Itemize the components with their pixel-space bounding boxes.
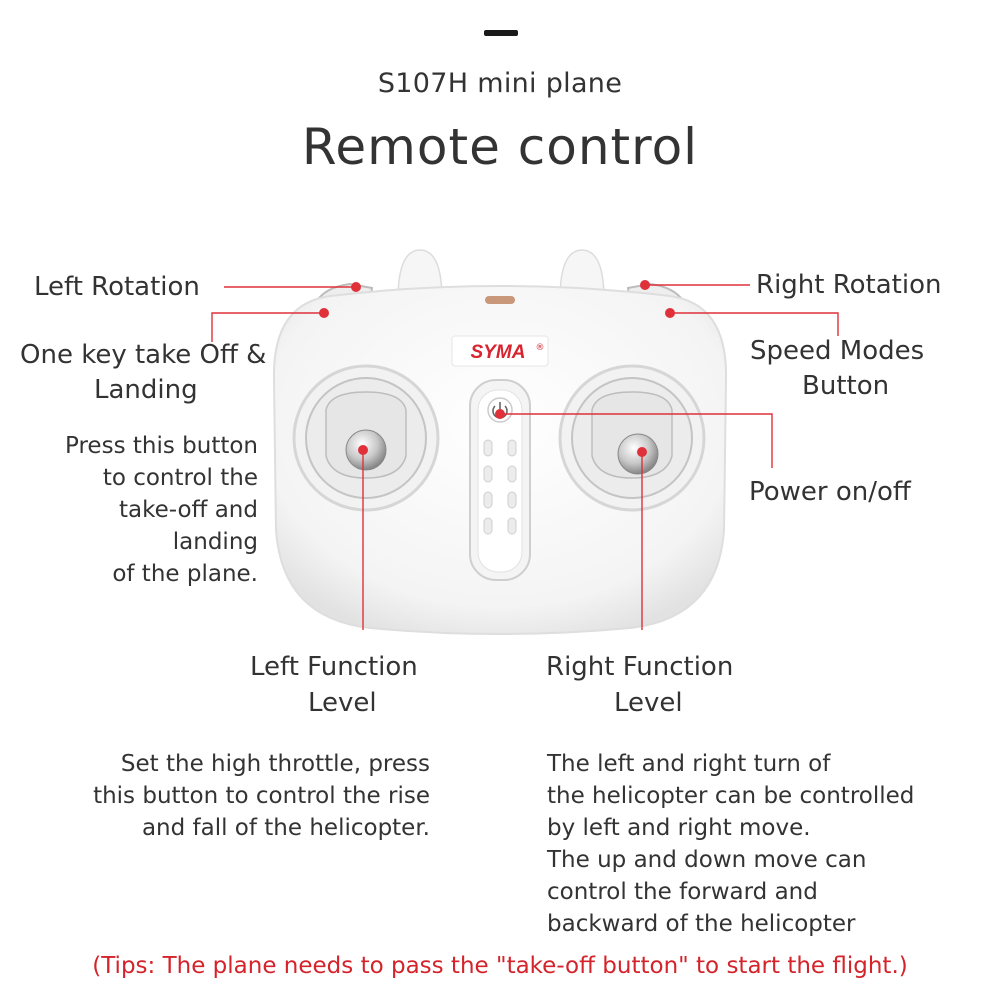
label-right-function-line1: Right Function — [546, 652, 734, 682]
dot-right-rotation — [640, 280, 650, 290]
desc-line: control the forward and — [547, 879, 818, 905]
desc-one-key: Press this button to control the take-of… — [0, 430, 258, 590]
callout-line-one-key — [211, 312, 324, 342]
desc-line: by left and right move. — [547, 815, 811, 841]
tips-note: (Tips: The plane needs to pass the "take… — [92, 953, 908, 979]
top-indicator-bar — [484, 30, 518, 36]
desc-line: Press this button — [65, 433, 258, 459]
label-speed-modes-line1: Speed Modes — [750, 336, 925, 366]
label-right-function-line2: Level — [614, 688, 683, 718]
brand-badge — [451, 335, 549, 367]
desc-line: take-off and — [119, 497, 258, 523]
label-one-key-line2: Landing — [94, 375, 198, 405]
label-power: Power on/off — [749, 477, 911, 507]
desc-line: the helicopter can be controlled — [547, 783, 915, 809]
desc-line: The left and right turn of — [547, 751, 831, 777]
desc-line: to control the — [102, 465, 258, 491]
desc-line: Set the high throttle, press — [120, 751, 430, 777]
indicator-slots — [483, 439, 517, 535]
desc-line: this button to control the rise — [93, 783, 430, 809]
desc-line: backward of the helicopter — [547, 911, 856, 937]
label-left-rotation: Left Rotation — [34, 272, 200, 302]
callout-line-power — [500, 413, 773, 468]
label-right-rotation: Right Rotation — [756, 270, 942, 300]
dot-one-key — [319, 308, 329, 318]
desc-right-function: The left and right turn of the helicopte… — [547, 748, 914, 940]
dot-left-rotation — [351, 282, 361, 292]
charging-port — [485, 296, 515, 304]
label-left-function-line1: Left Function — [250, 652, 418, 682]
callout-line-speed-modes — [670, 312, 839, 336]
dot-speed-modes — [665, 308, 675, 318]
desc-line: landing — [172, 529, 258, 555]
product-subtitle: S107H mini plane — [377, 68, 623, 99]
page-title: Remote control — [301, 118, 699, 176]
label-one-key-line1: One key take Off & — [20, 340, 267, 370]
label-left-function-line2: Level — [308, 688, 377, 718]
brand-trademark: ® — [536, 343, 545, 353]
desc-left-function: Set the high throttle, press this button… — [0, 748, 430, 844]
brand-logo: SYMA — [471, 342, 526, 363]
dot-right-function — [637, 447, 647, 457]
desc-line: of the plane. — [112, 561, 258, 587]
label-speed-modes-line2: Button — [802, 371, 890, 401]
desc-line: The up and down move can — [547, 847, 867, 873]
dot-left-function — [358, 445, 368, 455]
desc-line: and fall of the helicopter. — [141, 815, 430, 841]
dot-power — [495, 409, 505, 419]
